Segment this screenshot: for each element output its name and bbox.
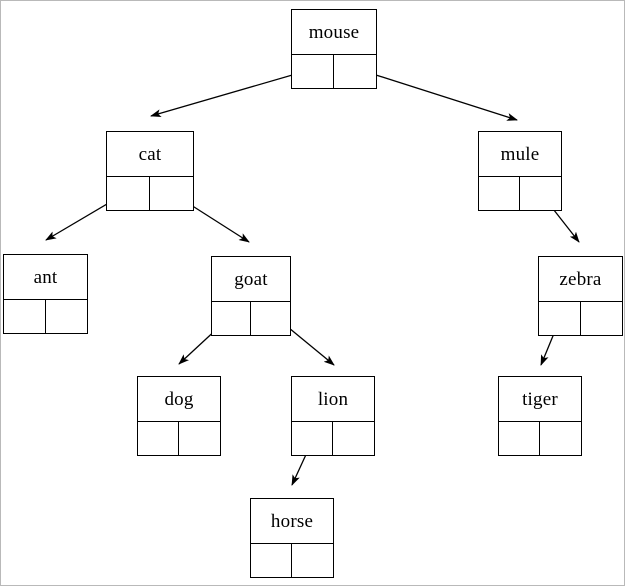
node-pointers-zebra xyxy=(539,302,622,335)
right-pointer-cell-mouse[interactable] xyxy=(334,55,376,88)
node-pointers-lion xyxy=(292,422,374,455)
left-pointer-cell-cat[interactable] xyxy=(107,177,150,210)
node-pointers-dog xyxy=(138,422,220,455)
right-pointer-cell-ant[interactable] xyxy=(46,300,88,333)
tree-node-mule[interactable]: mule xyxy=(478,131,562,211)
right-pointer-cell-zebra[interactable] xyxy=(581,302,623,335)
node-label-mule: mule xyxy=(479,132,561,177)
left-pointer-cell-tiger[interactable] xyxy=(499,422,540,455)
tree-node-horse[interactable]: horse xyxy=(250,498,334,578)
left-pointer-cell-dog[interactable] xyxy=(138,422,179,455)
left-pointer-cell-mouse[interactable] xyxy=(292,55,334,88)
tree-node-cat[interactable]: cat xyxy=(106,131,194,211)
node-pointers-horse xyxy=(251,544,333,577)
right-pointer-cell-goat[interactable] xyxy=(251,302,290,335)
tree-node-tiger[interactable]: tiger xyxy=(498,376,582,456)
node-pointers-goat xyxy=(212,302,290,335)
node-label-tiger: tiger xyxy=(499,377,581,422)
node-label-lion: lion xyxy=(292,377,374,422)
tree-node-goat[interactable]: goat xyxy=(211,256,291,336)
node-label-cat: cat xyxy=(107,132,193,177)
node-label-mouse: mouse xyxy=(292,10,376,55)
right-pointer-cell-mule[interactable] xyxy=(520,177,561,210)
node-pointers-mouse xyxy=(292,55,376,88)
right-pointer-cell-tiger[interactable] xyxy=(540,422,581,455)
node-label-zebra: zebra xyxy=(539,257,622,302)
tree-node-lion[interactable]: lion xyxy=(291,376,375,456)
left-pointer-cell-goat[interactable] xyxy=(212,302,251,335)
node-pointers-cat xyxy=(107,177,193,210)
tree-node-mouse[interactable]: mouse xyxy=(291,9,377,89)
right-pointer-cell-lion[interactable] xyxy=(333,422,374,455)
left-pointer-cell-mule[interactable] xyxy=(479,177,520,210)
right-pointer-cell-dog[interactable] xyxy=(179,422,220,455)
node-label-dog: dog xyxy=(138,377,220,422)
edge-mouse-right-to-mule xyxy=(353,67,518,121)
node-pointers-mule xyxy=(479,177,561,210)
left-pointer-cell-lion[interactable] xyxy=(292,422,333,455)
left-pointer-cell-ant[interactable] xyxy=(4,300,46,333)
left-pointer-cell-horse[interactable] xyxy=(251,544,292,577)
node-label-horse: horse xyxy=(251,499,333,544)
right-pointer-cell-cat[interactable] xyxy=(150,177,193,210)
tree-node-zebra[interactable]: zebra xyxy=(538,256,623,336)
tree-node-dog[interactable]: dog xyxy=(137,376,221,456)
edge-mouse-left-to-cat xyxy=(150,68,314,118)
node-pointers-ant xyxy=(4,300,87,333)
node-pointers-tiger xyxy=(499,422,581,455)
node-label-ant: ant xyxy=(4,255,87,300)
tree-node-ant[interactable]: ant xyxy=(3,254,88,334)
right-pointer-cell-horse[interactable] xyxy=(292,544,333,577)
left-pointer-cell-zebra[interactable] xyxy=(539,302,581,335)
node-label-goat: goat xyxy=(212,257,290,302)
